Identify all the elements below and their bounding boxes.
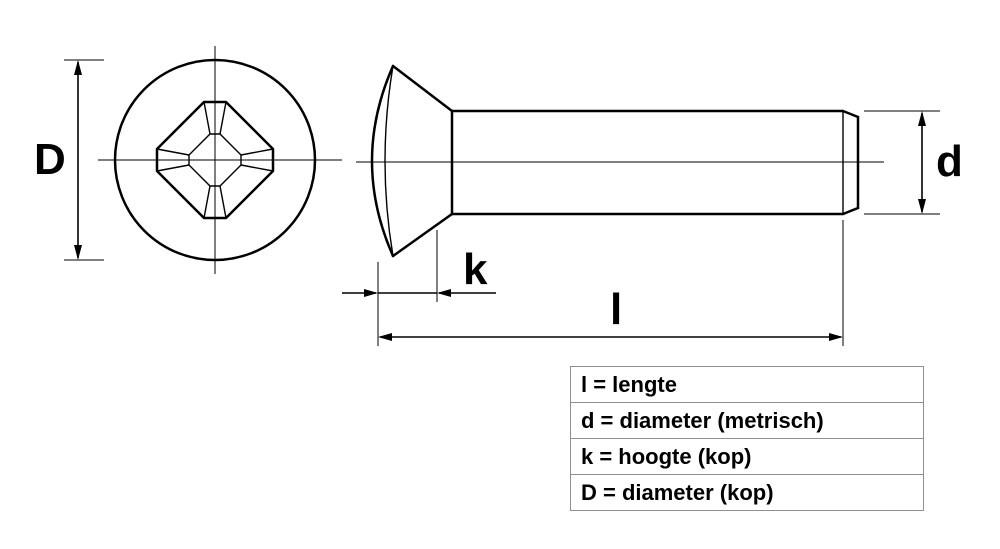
legend-row-shank-diameter: d = diameter (metrisch) <box>571 403 923 439</box>
screw-side-view <box>370 64 860 258</box>
phillips-recess-icon <box>155 100 275 220</box>
legend-row-head-diameter: D = diameter (kop) <box>581 480 774 505</box>
dimension-line-D <box>64 59 104 261</box>
label-head-diameter: D <box>34 135 66 184</box>
dimension-line-k <box>342 230 496 346</box>
legend-row-length: l = lengte <box>571 367 923 403</box>
centerlines <box>98 46 884 274</box>
legend-table: l = lengte d = diameter (metrisch) k = h… <box>570 366 924 511</box>
label-shank-diameter: d <box>936 137 963 186</box>
label-length: l <box>610 285 623 334</box>
label-head-height: k <box>463 245 488 294</box>
legend-row-head-height: k = hoogte (kop) <box>571 439 923 475</box>
screw-head-top-view <box>113 58 317 262</box>
dimension-line-d <box>864 110 940 215</box>
dimension-line-l <box>378 220 844 346</box>
